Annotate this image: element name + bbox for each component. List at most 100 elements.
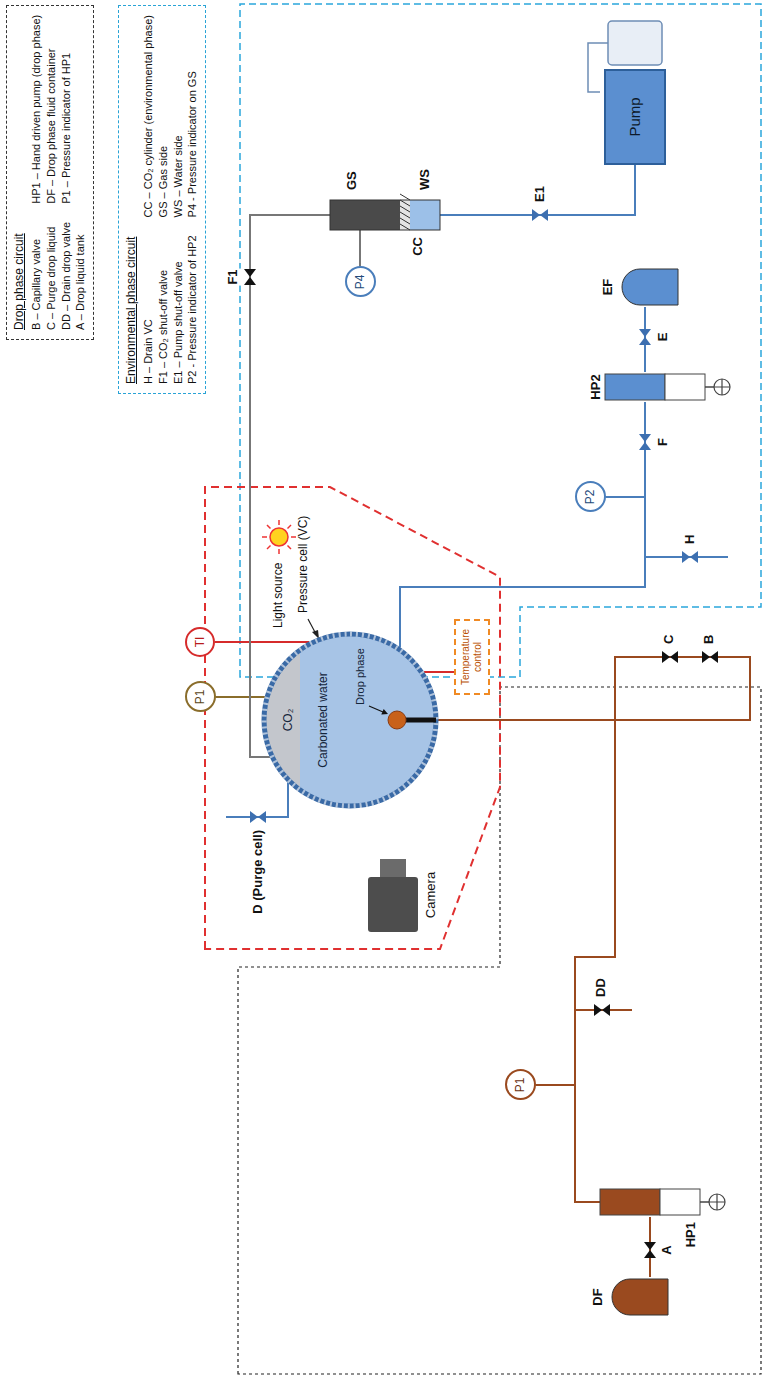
pipe-connector: [536, 1085, 601, 1202]
pump-handle-cross: [714, 379, 730, 395]
pipe-connector: [359, 230, 361, 267]
shape-outline: [610, 1277, 670, 1317]
valve-label: H: [683, 534, 698, 545]
legend-entry: B – Capillary valve: [30, 222, 44, 330]
valve-symbol: [532, 209, 548, 221]
component-label: P2: [583, 490, 597, 505]
component-label: TI: [193, 637, 207, 648]
pipe-connector: [400, 402, 645, 648]
pump-barrel: [600, 1189, 660, 1215]
piston-hatch: [400, 194, 410, 200]
pipe-connector: [606, 402, 646, 497]
shape-outline: [620, 267, 680, 307]
valve-symbol: [702, 651, 718, 663]
piston-hatch: [400, 218, 410, 224]
pump-rod: [705, 386, 714, 388]
carbonated-water: [264, 634, 436, 806]
legend-entry: P2 - Pressure indicator of HP2: [186, 235, 200, 384]
legend-entry: A – Drop liquid tank: [74, 222, 88, 330]
legend-entry: P1 – Pressure indicator of HP1: [60, 15, 74, 204]
legend-entry: WS – Water side: [172, 15, 186, 217]
piston-hatch: [400, 200, 410, 206]
component-label: CC: [410, 237, 425, 256]
valve-label: F1: [226, 268, 241, 285]
temperature-gauge: TI: [185, 627, 215, 657]
component-label: Light source: [272, 562, 286, 629]
pump-handle-cross: [709, 1194, 725, 1210]
hand-pump: HP2: [605, 372, 735, 402]
shape-outline: [330, 200, 440, 230]
valve-label: E: [656, 332, 671, 343]
valve-symbol: [639, 329, 651, 345]
component-label: EF: [600, 279, 615, 296]
legend-entry: HP1 – Hand driven pump (drop phase): [30, 15, 44, 204]
valve-label: A: [660, 1244, 675, 1255]
valve-symbol: [250, 811, 266, 823]
legend-entry: P4 - Pressure indicator on GS: [186, 15, 200, 217]
piston: [400, 200, 410, 230]
cell-wall: [264, 634, 436, 806]
component-label: HP2: [588, 374, 603, 399]
pump-handle: [709, 1194, 725, 1210]
fluid-tank: EF: [620, 267, 680, 307]
component-label: CO₂: [281, 709, 295, 732]
legend-entry: H – Drain VC: [142, 235, 156, 384]
drop-leader: [369, 706, 383, 712]
pressure-gauge: P4: [345, 267, 376, 298]
valve-symbol: [244, 269, 256, 285]
pipe-connector: [440, 165, 635, 215]
shape-outline: [605, 372, 735, 402]
legend-entry: CC – CO₂ cylinder (environmental phase): [142, 15, 156, 217]
co2-cylinder: CC: [330, 200, 440, 230]
pressure-cell: CO₂ Carbonated water Drop phase: [262, 632, 438, 808]
legend-entry: C – Purge drop liquid: [45, 222, 59, 330]
piston-hatch: [400, 212, 410, 218]
legend-entry: DF – Drop phase fluid container: [45, 15, 59, 204]
component-label: HP1: [683, 1222, 698, 1247]
side-label: GS: [345, 170, 360, 191]
valve-symbol: [682, 551, 698, 563]
valve-label: B: [702, 634, 717, 645]
legend-title: Drop phase circuit: [12, 15, 27, 330]
valve-label: D (Purge cell): [251, 829, 266, 915]
legend-entry: GS – Gas side: [157, 15, 171, 217]
component-label: DF: [590, 1288, 605, 1305]
component-label: P1: [193, 690, 207, 705]
component-label: Drop phase: [354, 648, 366, 705]
camera-lens: [380, 859, 406, 877]
component-label: Pump: [626, 97, 644, 136]
pressure-gauge: P1: [185, 682, 216, 713]
tank-body: [612, 1279, 668, 1315]
capillary-needle: [406, 718, 436, 723]
pump-barrel: [605, 374, 665, 400]
purge-line: [226, 782, 288, 817]
drop-arrowhead: [381, 709, 388, 715]
pipe-connector: [216, 696, 266, 698]
valve-label: E1: [533, 185, 548, 203]
pump-rod: [700, 1201, 709, 1203]
temperature-control-box: Temperature control: [454, 619, 490, 695]
component-label: Temperature control: [460, 627, 484, 687]
pump-plunger: [660, 1189, 700, 1215]
legend-title: Environmental phase circuit: [124, 15, 139, 384]
callout-label: Pressure cell (VC): [297, 515, 311, 614]
tank-body: [622, 269, 678, 305]
environmental-phase-region: [240, 4, 761, 677]
component-label: P4: [353, 275, 367, 290]
side-label: WS: [418, 168, 433, 191]
valve-symbol: [594, 1004, 610, 1016]
cell-wall-hatch: [264, 634, 436, 806]
valve-label: C: [662, 634, 677, 645]
shape-outline: [600, 1187, 730, 1217]
piston-hatch: [400, 224, 410, 230]
component-label: Carbonated water: [316, 672, 330, 767]
piston-hatch: [400, 206, 410, 212]
hand-pump: HP1: [600, 1187, 730, 1217]
pendant-drop: [388, 711, 406, 729]
pump-box: Pump: [604, 69, 666, 165]
valve-symbol: [662, 651, 678, 663]
pressure-gauge: P2: [575, 482, 606, 513]
legend-entry: E1 – Pump shut-off valve: [172, 235, 186, 384]
camera-body: [368, 877, 418, 932]
pump-plunger: [665, 374, 705, 400]
